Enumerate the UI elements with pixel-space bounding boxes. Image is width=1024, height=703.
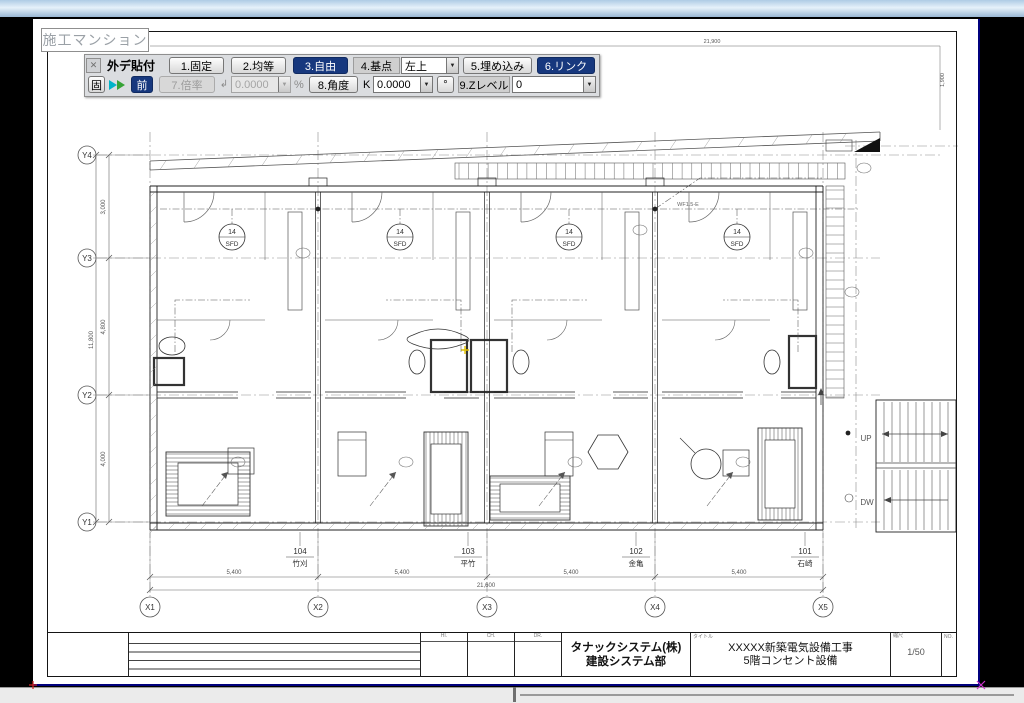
chevron-down-icon[interactable]: ▼ (583, 77, 595, 92)
fixed-mode-button[interactable]: 1.固定 (169, 57, 224, 74)
return-arrow-icon: ↲ (219, 79, 229, 90)
angle-button[interactable]: 8.角度 (309, 76, 358, 93)
chevron-down-icon[interactable]: ▼ (446, 58, 458, 73)
toolbar-row-1: ✕ 外デ貼付 1.固定 2.均等 3.自由 4.基点 左上 ▼ 5.埋め込み 6… (85, 57, 599, 74)
previous-button[interactable]: 前 (131, 76, 153, 93)
spinner-icon: ▼ (278, 77, 290, 92)
status-strip (0, 687, 1024, 703)
toolbar-title: 外デ貼付 (107, 59, 156, 73)
scale-button: 7.倍率 (159, 76, 215, 93)
scale-value: 0.0000 (235, 78, 269, 91)
titleblock-scale: 縮尺 1/50 (890, 633, 941, 677)
titleblock-col-ch: CH. (467, 633, 514, 677)
titleblock-col-dr: DR. (514, 633, 561, 677)
zlevel-label: 9.Zレベル (458, 76, 510, 93)
scale-input: 0.0000 ▼ (231, 76, 291, 93)
embed-button[interactable]: 5.埋め込み (463, 57, 532, 74)
horizontal-scrollbar[interactable] (520, 694, 1014, 696)
document-title-tab[interactable]: 施工マンション (41, 28, 149, 52)
chevron-down-icon[interactable]: ▼ (420, 77, 432, 92)
title-block: HI. CH. DR. タナックシステム(株) 建設システム部 タイトル XXX… (47, 632, 957, 677)
base-point-select[interactable]: 左上 ▼ (401, 57, 459, 74)
toolbar-row-2: 固 前 7.倍率 ↲ 0.0000 ▼ % 8.角度 K 0.0000 ▼ ° … (85, 76, 599, 93)
free-mode-button[interactable]: 3.自由 (293, 57, 348, 74)
titleblock-stamp-cell (47, 633, 128, 677)
pane-splitter[interactable] (513, 687, 516, 702)
angle-value: 0.0000 (377, 78, 411, 91)
percent-label: % (294, 78, 304, 91)
fix-toggle-button[interactable]: 固 (88, 76, 105, 93)
equal-mode-button[interactable]: 2.均等 (231, 57, 286, 74)
titleblock-company: タナックシステム(株) 建設システム部 (561, 633, 690, 677)
zlevel-value: 0 (516, 78, 523, 91)
zlevel-input[interactable]: 0 ▼ (512, 76, 596, 93)
titleblock-number: NO. (941, 633, 957, 677)
close-icon[interactable]: ✕ (86, 58, 101, 73)
paste-direction-icon[interactable] (107, 76, 129, 93)
window-title-bar (0, 0, 1024, 17)
paste-toolbar[interactable]: ✕ 外デ貼付 1.固定 2.均等 3.自由 4.基点 左上 ▼ 5.埋め込み 6… (84, 54, 600, 97)
link-button[interactable]: 6.リンク (537, 57, 595, 74)
titleblock-drawing-title: タイトル XXXXX新築電気設備工事 5階コンセント設備 (690, 633, 890, 677)
titleblock-revision-table (128, 633, 420, 677)
base-point-value: 左上 (405, 60, 427, 73)
angle-input[interactable]: 0.0000 ▼ (373, 76, 433, 93)
titleblock-col-hi: HI. (420, 633, 467, 677)
sheet-border-frame (47, 31, 957, 677)
degree-unit-button[interactable]: ° (437, 76, 454, 93)
k-label: K (363, 78, 371, 91)
base-point-label: 4.基点 (353, 57, 400, 74)
